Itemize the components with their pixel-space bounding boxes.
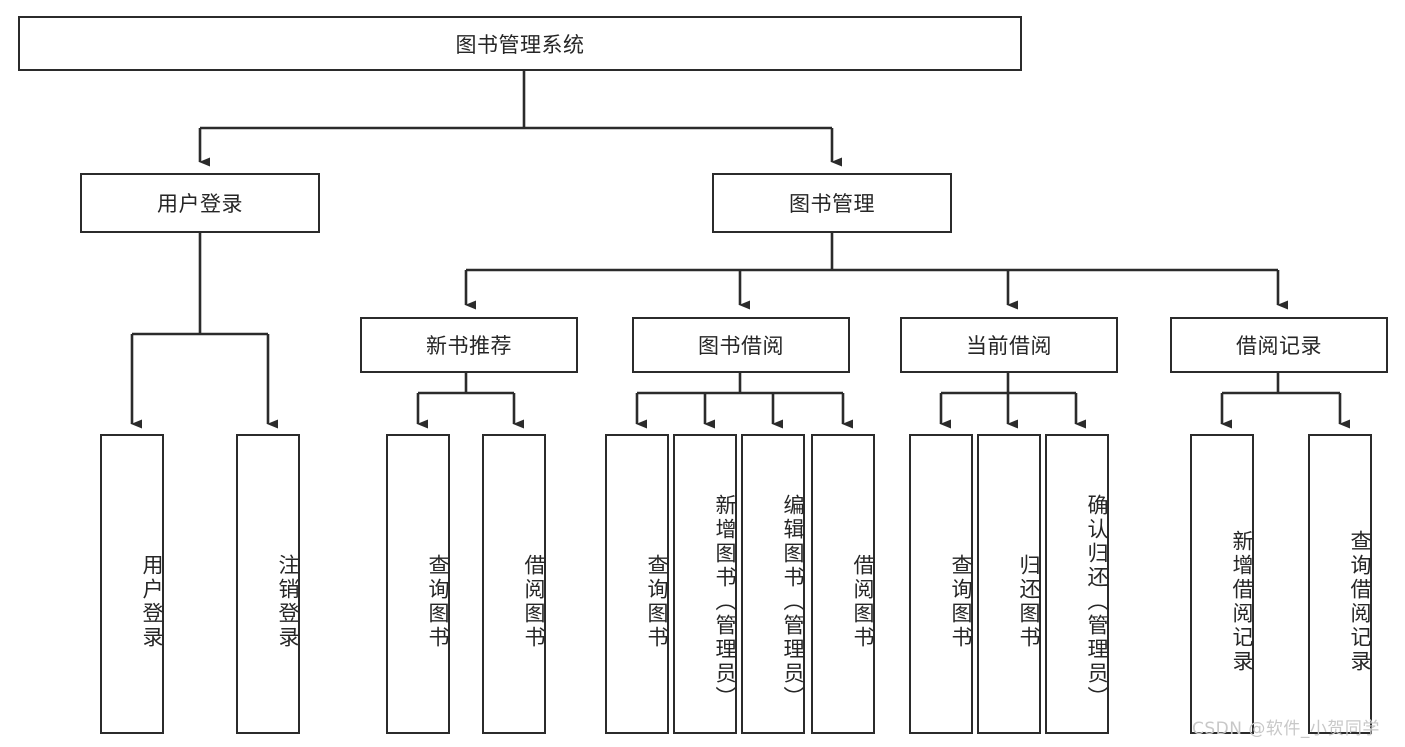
leaf-user-login-logout[interactable]: 注销登录 (236, 434, 300, 734)
node-current-borrow[interactable]: 当前借阅 (900, 317, 1118, 373)
node-book-borrow[interactable]: 图书借阅 (632, 317, 850, 373)
node-book-management[interactable]: 图书管理 (712, 173, 952, 233)
node-borrow-record[interactable]: 借阅记录 (1170, 317, 1388, 373)
leaf-label: 编辑图书（管理员） (781, 494, 805, 710)
node-book-management-label: 图书管理 (789, 192, 875, 216)
leaf-label: 查询图书 (426, 554, 450, 650)
leaf-record-query-record[interactable]: 查询借阅记录 (1308, 434, 1372, 734)
leaf-recommend-query-book[interactable]: 查询图书 (386, 434, 450, 734)
leaf-current-query-book[interactable]: 查询图书 (909, 434, 973, 734)
node-new-book-recommend-label: 新书推荐 (426, 334, 512, 358)
node-root-label: 图书管理系统 (455, 32, 585, 57)
leaf-borrow-query-book[interactable]: 查询图书 (605, 434, 669, 734)
leaf-label: 归还图书 (1017, 554, 1041, 650)
node-new-book-recommend[interactable]: 新书推荐 (360, 317, 578, 373)
node-book-borrow-label: 图书借阅 (698, 334, 784, 358)
csdn-watermark: CSDN @软件_小贺同学 (1192, 719, 1380, 739)
node-borrow-record-label: 借阅记录 (1236, 334, 1322, 358)
leaf-label: 查询图书 (949, 554, 973, 650)
leaf-label: 新增图书（管理员） (713, 494, 737, 710)
leaf-current-return-book[interactable]: 归还图书 (977, 434, 1041, 734)
leaf-current-confirm-return[interactable]: 确认归还（管理员） (1045, 434, 1109, 734)
leaf-record-add-record[interactable]: 新增借阅记录 (1190, 434, 1254, 734)
leaf-user-login-login[interactable]: 用户登录 (100, 434, 164, 734)
leaf-borrow-borrow-book[interactable]: 借阅图书 (811, 434, 875, 734)
leaf-label: 确认归还（管理员） (1085, 494, 1109, 710)
leaf-label: 查询图书 (645, 554, 669, 650)
leaf-borrow-edit-book[interactable]: 编辑图书（管理员） (741, 434, 805, 734)
node-user-login[interactable]: 用户登录 (80, 173, 320, 233)
leaf-label: 新增借阅记录 (1230, 530, 1254, 674)
leaf-label: 借阅图书 (851, 554, 875, 650)
leaf-label: 用户登录 (140, 554, 164, 650)
leaf-label: 查询借阅记录 (1348, 530, 1372, 674)
leaf-label: 注销登录 (276, 554, 300, 650)
leaf-borrow-add-book[interactable]: 新增图书（管理员） (673, 434, 737, 734)
node-current-borrow-label: 当前借阅 (966, 334, 1052, 358)
leaf-recommend-borrow-book[interactable]: 借阅图书 (482, 434, 546, 734)
node-root[interactable]: 图书管理系统 (18, 16, 1022, 71)
node-user-login-label: 用户登录 (157, 192, 243, 216)
leaf-label: 借阅图书 (522, 554, 546, 650)
